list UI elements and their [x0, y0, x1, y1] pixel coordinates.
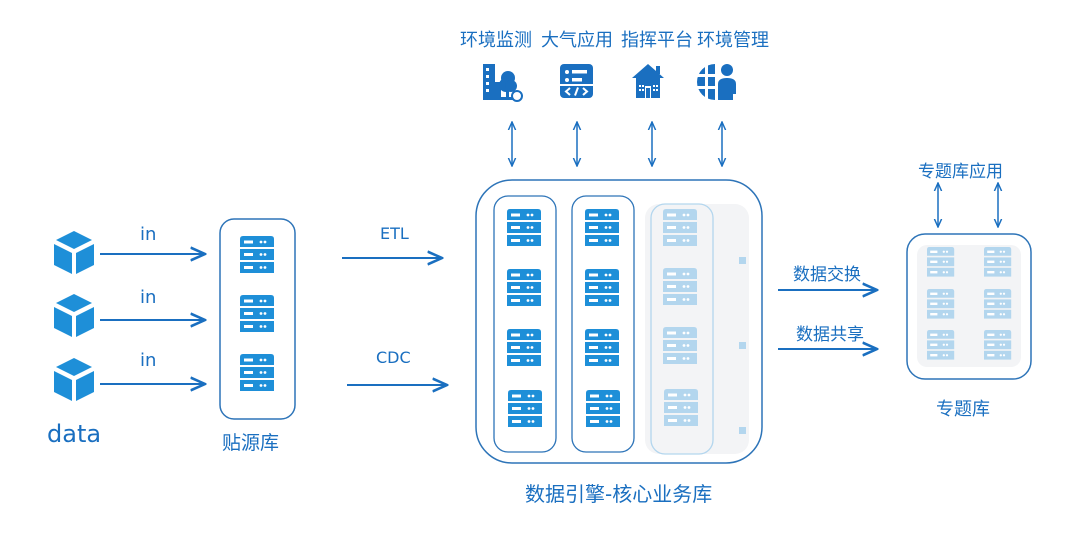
core-db-label: 数据引擎-核心业务库 — [525, 482, 713, 506]
globe-person-icon[interactable] — [697, 64, 736, 100]
app-label-command: 指挥平台 — [621, 30, 693, 51]
etl-label: ETL — [380, 224, 409, 243]
house-icon[interactable] — [632, 64, 664, 98]
exchange-label: 数据交换 — [793, 265, 861, 285]
source-in-label-1: in — [140, 224, 157, 245]
core-db-box[interactable] — [475, 179, 763, 464]
topic-db-box[interactable] — [906, 233, 1032, 380]
data-cube-icon-2[interactable] — [54, 294, 94, 337]
topic-db-label: 专题库 — [936, 399, 990, 420]
data-cube-icon-1[interactable] — [54, 231, 94, 274]
code-panel-icon[interactable] — [560, 64, 593, 98]
share-label: 数据共享 — [796, 325, 864, 345]
source-in-label-2: in — [140, 287, 157, 308]
staging-db-box[interactable] — [219, 218, 296, 420]
cdc-label: CDC — [376, 348, 411, 367]
source-in-label-3: in — [140, 350, 157, 371]
building-tree-icon[interactable] — [483, 64, 523, 102]
app-arrows — [512, 122, 722, 166]
data-cube-icon-3[interactable] — [54, 358, 94, 401]
data-source-label: data — [47, 420, 102, 448]
app-label-env-manage: 环境管理 — [697, 30, 769, 51]
app-label-env-monitor: 环境监测 — [460, 30, 532, 51]
staging-db-label: 贴源库 — [222, 432, 280, 454]
app-label-atmosphere: 大气应用 — [541, 30, 613, 51]
topic-app-label: 专题库应用 — [918, 162, 1003, 182]
